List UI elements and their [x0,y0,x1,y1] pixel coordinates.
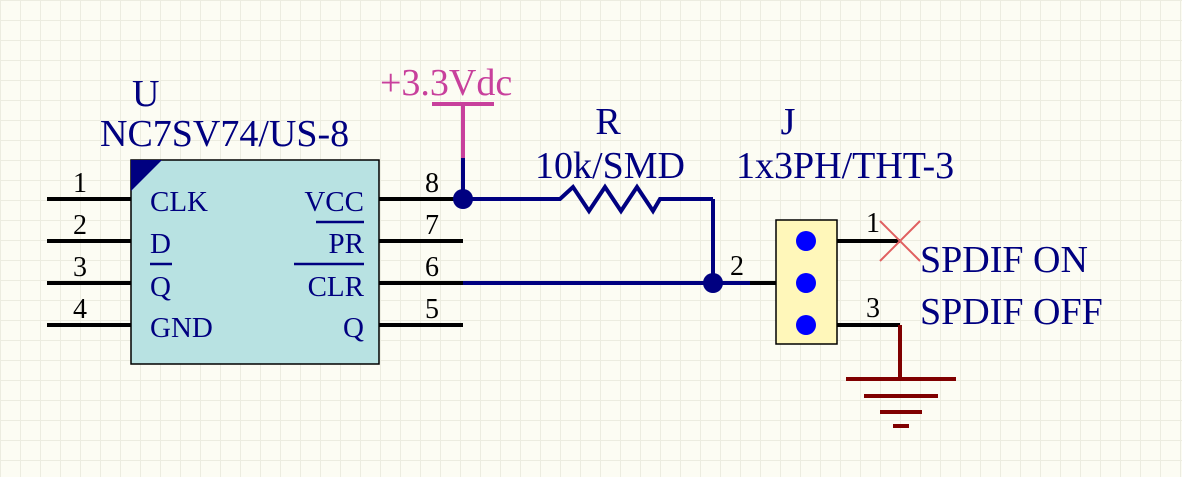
pin-name: D [150,228,171,260]
junction-icon [703,273,723,293]
connector-designator: J [781,101,796,143]
pin-name: CLK [150,186,208,218]
pin-number: 8 [425,168,439,199]
ic-body [130,159,380,365]
ic-u[interactable]: 1 2 3 4 8 7 6 5 CLK D Q GND VCC PR CLR Q [47,73,463,365]
pin-name: CLR [308,271,365,303]
pin-number: 4 [73,294,87,325]
ground-icon [846,325,956,428]
pin-number: 5 [425,294,439,325]
resistor-r[interactable]: R 10k/SMD [535,101,685,215]
connector-part-name: 1x3PH/THT-3 [736,145,954,187]
connector-pin-dot [796,315,816,335]
pin-number: 7 [425,210,439,241]
pin1-marker-icon [131,160,162,191]
ic-designator: U [132,73,159,115]
connector-pin-dot [796,231,816,251]
pin-name: PR [329,228,365,260]
pin-name: VCC [304,186,364,218]
connector-pin-dot [796,273,816,293]
pin-number: 1 [73,168,87,199]
resistor-value: 10k/SMD [535,145,685,187]
connector-j[interactable]: 1 2 3 J 1x3PH/THT-3 [730,101,954,345]
connector-pin-number: 1 [866,208,880,239]
power-port-icon[interactable]: +3.3Vdc [380,62,512,158]
resistor-icon [545,183,673,215]
wires [461,158,776,285]
ic-part-name: NC7SV74/US-8 [100,113,349,155]
spdif-on-label: SPDIF ON [920,239,1088,281]
connector-pin-number: 2 [730,251,744,282]
power-label: +3.3Vdc [380,62,512,104]
resistor-designator: R [595,101,621,143]
pin-name: Q [150,271,171,303]
pin-name: GND [150,312,213,344]
pin-number: 3 [73,252,87,283]
spdif-off-label: SPDIF OFF [920,291,1103,333]
pin-number: 2 [73,210,87,241]
junction-icon [453,189,473,209]
connector-pin-number: 3 [866,293,880,324]
pin-number: 6 [425,252,439,283]
pin-name: Q [343,312,364,344]
no-connect-icon [879,220,921,262]
